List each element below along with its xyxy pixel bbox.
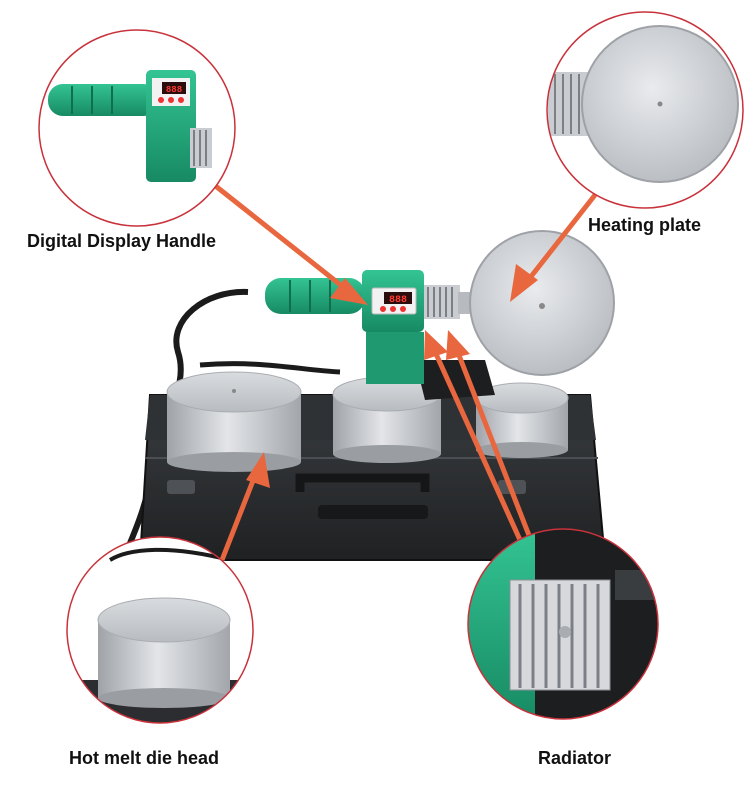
- radiator-fins: [424, 285, 460, 319]
- label-radiator: Radiator: [538, 748, 612, 768]
- arrow-to-handle: [206, 178, 354, 296]
- arrow-to-plate: [520, 193, 597, 290]
- display-reading: 888: [389, 295, 407, 306]
- die-head-small: [475, 382, 569, 458]
- welding-tool: 888: [265, 230, 615, 384]
- die-head-large: [166, 371, 302, 472]
- label-heating-plate: Heating plate: [588, 215, 702, 235]
- arrow-to-radiator-2: [452, 344, 533, 539]
- arrow-to-radiator-1: [429, 343, 523, 542]
- callout-radiator: [467, 528, 659, 720]
- callout-handle: 888: [38, 29, 236, 227]
- callout-die: [66, 536, 254, 724]
- label-hot-melt-die-head: Hot melt die head: [69, 748, 220, 768]
- main-product: 888: [109, 230, 615, 591]
- callout-arrows: [206, 178, 597, 561]
- callout-plate: [546, 11, 744, 209]
- arrow-to-die: [219, 467, 261, 561]
- die-head-medium: [332, 376, 442, 463]
- label-digital-display-handle: Digital Display Handle: [27, 231, 217, 251]
- callout-display-reading: 888: [166, 85, 182, 95]
